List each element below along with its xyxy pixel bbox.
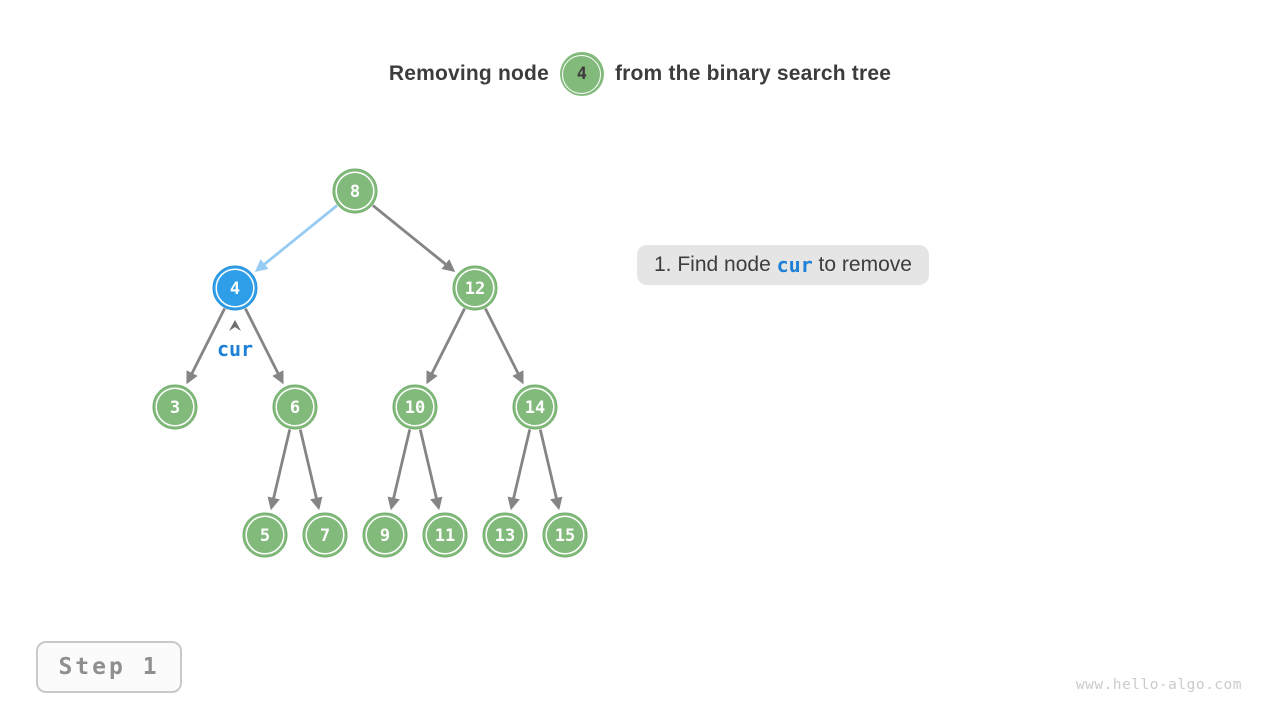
tree-edge-10-9 [387,429,412,511]
title-node-value: 4 [576,64,588,84]
tree-node-10: 10 [392,384,438,430]
tree-node-13: 13 [482,512,528,558]
figure-title: Removing node 4 from the binary search t… [0,52,1280,96]
title-node-badge: 4 [559,52,604,96]
tree-node-value-5: 5 [260,526,270,546]
cur-pointer-label: cur [217,337,253,361]
tree-node-value-6: 6 [290,398,300,418]
tree-edge-12-10 [426,307,466,385]
tree-node-9: 9 [362,512,408,558]
tree-node-14: 14 [512,384,558,430]
tree-node-value-15: 15 [555,526,575,546]
tree-node-15: 15 [542,512,588,558]
step-annotation: 1. Find node cur to remove [637,245,929,285]
tree-edge-4-6 [244,307,284,385]
tree-node-value-4: 4 [230,279,240,299]
tree-edge-14-13 [507,429,532,511]
tree-node-value-7: 7 [320,526,330,546]
annotation-text-before: 1. Find node [654,253,777,276]
tree-node-6: 6 [272,384,318,430]
tree-node-value-13: 13 [495,526,515,546]
tree-edge-8-12 [372,204,456,272]
watermark: www.hello-algo.com [1075,677,1242,693]
tree-node-12: 12 [452,265,498,311]
tree-edge-6-5 [267,429,292,511]
tree-node-value-8: 8 [350,182,360,202]
tree-edge-4-3 [186,307,226,385]
tree-edge-10-11 [418,429,443,511]
annotation-text-after: to remove [812,253,912,276]
tree-node-value-3: 3 [170,398,180,418]
tree-node-value-10: 10 [405,398,425,418]
title-text-prefix: Removing node [388,62,549,85]
tree-node-value-11: 11 [435,526,455,546]
tree-node-7: 7 [302,512,348,558]
tree-edge-12-14 [484,307,524,385]
step-button[interactable]: Step 1 [36,641,182,693]
cur-pointer-arrow-icon [229,320,241,331]
tree-node-3: 3 [152,384,198,430]
tree-node-value-14: 14 [525,398,545,418]
tree-edge-6-7 [298,429,323,511]
tree-node-8: 8 [332,168,378,214]
tree-edge-14-15 [538,429,563,511]
annotation-cur-token: cur [776,253,813,277]
tree-node-4: 4 [212,265,258,311]
title-text-suffix: from the binary search tree [614,62,892,85]
tree-node-11: 11 [422,512,468,558]
tree-node-5: 5 [242,512,288,558]
tree-node-value-12: 12 [465,279,485,299]
tree-node-value-9: 9 [380,526,390,546]
tree-edge-8-4 [254,204,338,272]
